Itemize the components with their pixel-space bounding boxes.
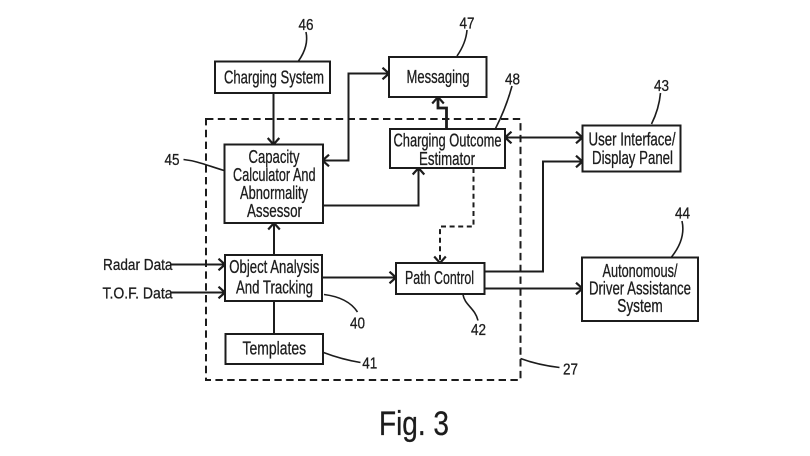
svg-text:T.O.F. Data: T.O.F. Data <box>103 286 173 303</box>
svg-text:Messaging: Messaging <box>407 67 470 87</box>
svg-text:40: 40 <box>350 316 365 333</box>
svg-text:Display Panel: Display Panel <box>592 148 673 168</box>
svg-text:Assessor: Assessor <box>247 201 302 221</box>
svg-text:47: 47 <box>460 16 475 33</box>
svg-text:Radar Data: Radar Data <box>103 257 173 274</box>
svg-text:Autonomous/: Autonomous/ <box>603 261 678 281</box>
svg-text:Path Control: Path Control <box>405 268 474 288</box>
svg-text:46: 46 <box>299 17 314 34</box>
svg-text:45: 45 <box>165 152 180 169</box>
svg-text:Calculator And: Calculator And <box>233 165 316 185</box>
svg-text:27: 27 <box>563 362 578 379</box>
svg-text:42: 42 <box>471 322 486 339</box>
svg-text:44: 44 <box>675 206 690 223</box>
svg-text:Driver Assistance: Driver Assistance <box>589 279 691 299</box>
svg-text:Capacity: Capacity <box>249 147 300 167</box>
svg-text:43: 43 <box>654 78 669 95</box>
svg-text:System: System <box>617 296 663 316</box>
svg-text:Estimator: Estimator <box>419 149 475 169</box>
svg-text:Charging System: Charging System <box>224 68 324 88</box>
svg-text:Fig. 3: Fig. 3 <box>379 405 449 443</box>
svg-text:Object Analysis: Object Analysis <box>229 257 319 277</box>
svg-text:And Tracking: And Tracking <box>236 278 313 298</box>
svg-text:41: 41 <box>362 356 377 373</box>
svg-text:Templates: Templates <box>243 339 307 359</box>
svg-text:48: 48 <box>505 72 520 89</box>
svg-text:Abnormality: Abnormality <box>240 183 308 203</box>
svg-text:User Interface/: User Interface/ <box>589 130 676 150</box>
svg-text:Charging Outcome: Charging Outcome <box>394 131 502 151</box>
